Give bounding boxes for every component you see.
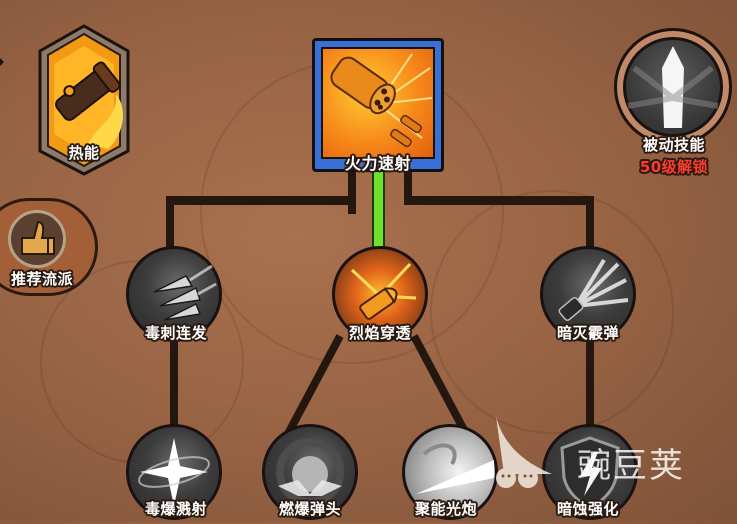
skill-node-rapid-fire[interactable]: 火力速射	[312, 38, 444, 173]
gatling-barrel-icon	[330, 53, 433, 148]
passive-skill-label: 被动技能	[642, 136, 706, 154]
light-pillar-icon	[627, 46, 719, 128]
skill-node-tier2[interactable]: 暗蚀强化	[542, 424, 638, 524]
connector-line	[404, 196, 594, 205]
skill-node-tier2[interactable]: 燃爆弹头	[262, 424, 358, 524]
skill-label: 烈焰穿透	[348, 324, 412, 342]
skill-node-thermal[interactable]: 热能	[38, 24, 130, 176]
unlock-level-text: 50级解锁	[639, 158, 709, 176]
thumb-disc	[8, 210, 66, 268]
shotgun-blast-icon	[558, 258, 629, 321]
active-connector-line	[374, 170, 383, 250]
skill-label: 暗蚀强化	[556, 500, 620, 518]
fire-bullet-icon	[350, 262, 417, 320]
skill-node-tier1[interactable]: 暗灭霰弹	[540, 246, 636, 346]
skill-label: 燃爆弹头	[278, 500, 342, 518]
skill-label: 毒爆溅射	[144, 500, 208, 518]
connector-line	[166, 196, 356, 205]
skill-label: 暗灭霰弹	[556, 324, 620, 342]
watermark-text: 豌豆荚	[577, 446, 685, 486]
skill-label: 热能	[68, 144, 100, 162]
skill-node-tier2[interactable]: 毒爆溅射	[126, 424, 222, 524]
skill-node-tier1-selected[interactable]: 烈焰穿透	[332, 246, 428, 346]
back-arrow-icon[interactable]	[0, 52, 4, 72]
starburst-icon	[138, 438, 210, 506]
recommended-build-label: 推荐流派	[10, 270, 74, 288]
connector-line	[348, 170, 356, 214]
connector-line	[586, 196, 594, 258]
explosion-orb-icon	[276, 438, 344, 506]
connector-line	[166, 196, 174, 258]
connector-line	[404, 170, 412, 205]
skill-label: 聚能光炮	[414, 500, 478, 518]
flame-cannon-icon	[55, 61, 123, 149]
connector-line	[170, 342, 178, 434]
skill-label: 毒刺连发	[144, 324, 208, 342]
connector-line	[586, 342, 594, 434]
watermark-logo-icon	[496, 416, 552, 488]
background-swirl	[430, 190, 674, 434]
passive-skill-node[interactable]: 被动技能 50级解锁	[614, 28, 737, 184]
lightning-shield-icon	[560, 436, 620, 510]
skill-disc	[126, 246, 222, 342]
skill-label: 火力速射	[344, 154, 412, 173]
recommended-build-button[interactable]: 推荐流派	[0, 198, 98, 296]
triple-bullet-icon	[153, 264, 217, 321]
skill-node-tier1[interactable]: 毒刺连发	[126, 246, 222, 346]
thumbs-up-icon	[21, 220, 55, 255]
beam-cannon-icon	[416, 443, 494, 494]
skill-node-tier2[interactable]: 聚能光炮	[402, 424, 498, 524]
